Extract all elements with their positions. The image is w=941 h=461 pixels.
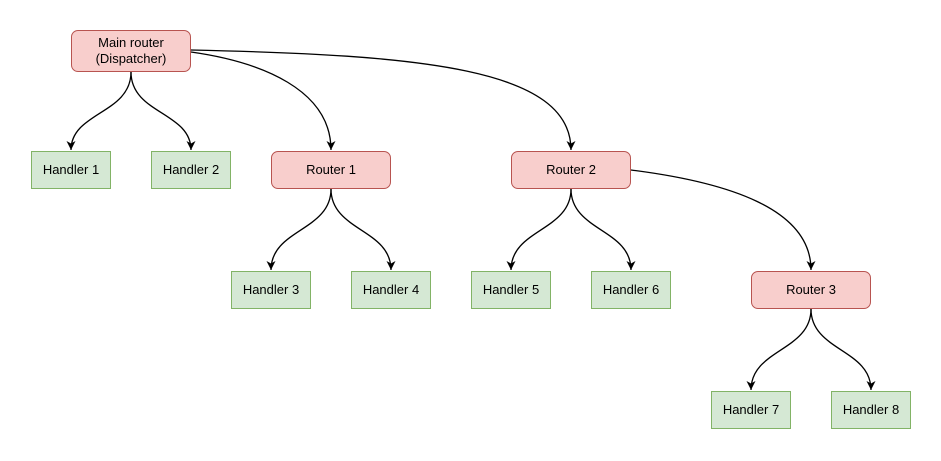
edge-router-2-to-handler-6 [570,188,636,271]
edge-router-2-to-handler-5 [506,188,572,271]
edge-main-router-to-handler-1 [66,71,132,151]
node-handler-8: Handler 8 [831,391,911,429]
node-router-3: Router 3 [751,271,871,309]
node-main-router: Main router (Dispatcher) [71,30,191,72]
node-handler-4-label: Handler 4 [362,281,420,297]
node-handler-3-label: Handler 3 [242,281,300,297]
node-handler-1-label: Handler 1 [42,161,100,177]
node-handler-5: Handler 5 [471,271,551,309]
node-handler-6-label: Handler 6 [602,281,660,297]
edge-router-3-to-handler-8 [810,308,876,391]
node-main-router-label: Main router (Dispatcher) [95,34,167,66]
node-handler-3: Handler 3 [231,271,311,309]
edge-main-router-to-router-1 [190,51,336,151]
node-router-2: Router 2 [511,151,631,189]
edge-router-1-to-handler-3 [266,188,332,271]
node-router-1-label: Router 1 [306,161,356,177]
node-handler-5-label: Handler 5 [482,281,540,297]
node-handler-7-label: Handler 7 [722,401,780,417]
node-handler-1: Handler 1 [31,151,111,189]
node-router-3-label: Router 3 [786,281,836,297]
node-handler-6: Handler 6 [591,271,671,309]
node-handler-7: Handler 7 [711,391,791,429]
node-handler-4: Handler 4 [351,271,431,309]
node-handler-2-label: Handler 2 [162,161,220,177]
edge-router-3-to-handler-7 [746,308,812,391]
edge-main-router-to-handler-2 [130,71,196,151]
edge-main-router-to-router-2 [190,49,576,151]
node-handler-8-label: Handler 8 [842,401,900,417]
node-handler-2: Handler 2 [151,151,231,189]
node-router-2-label: Router 2 [546,161,596,177]
edge-router-2-to-router-3 [630,169,816,271]
edge-router-1-to-handler-4 [330,188,396,271]
node-router-1: Router 1 [271,151,391,189]
